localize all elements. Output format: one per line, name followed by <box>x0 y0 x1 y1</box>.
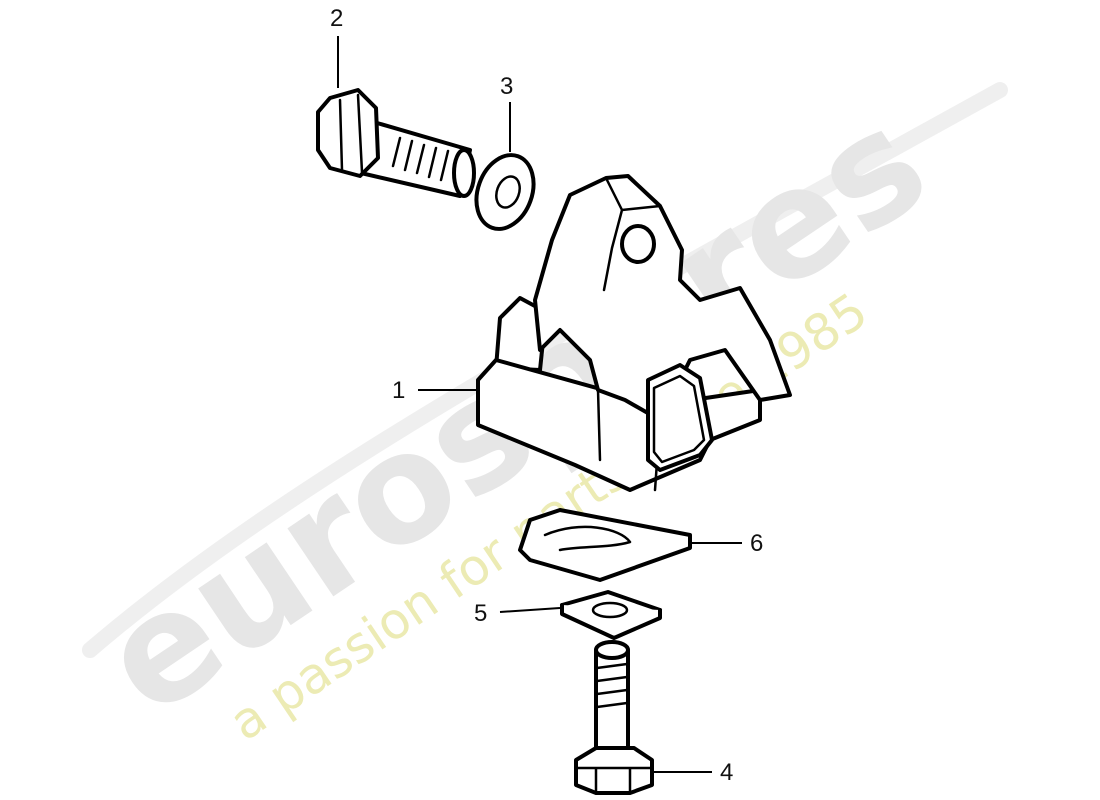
square-washer-drawing <box>560 590 662 640</box>
callout-1: 1 <box>392 377 478 404</box>
mounting-screw-drawing <box>574 640 654 795</box>
callout-4: 4 <box>652 759 733 786</box>
callout-5-label: 5 <box>474 600 487 627</box>
callout-2-label: 2 <box>330 5 343 32</box>
callout-5: 5 <box>474 600 561 627</box>
callout-1-label: 1 <box>392 377 405 404</box>
callout-3: 3 <box>500 73 513 152</box>
callout-2: 2 <box>330 5 343 88</box>
callout-4-label: 4 <box>720 759 733 786</box>
engine-mount-drawing <box>476 174 792 492</box>
shim-plate-drawing <box>518 508 692 582</box>
callout-3-label: 3 <box>500 73 513 100</box>
hex-bolt-drawing <box>316 88 476 198</box>
washer-drawing <box>474 153 536 231</box>
callout-6-label: 6 <box>750 530 763 557</box>
callout-6: 6 <box>690 530 763 557</box>
